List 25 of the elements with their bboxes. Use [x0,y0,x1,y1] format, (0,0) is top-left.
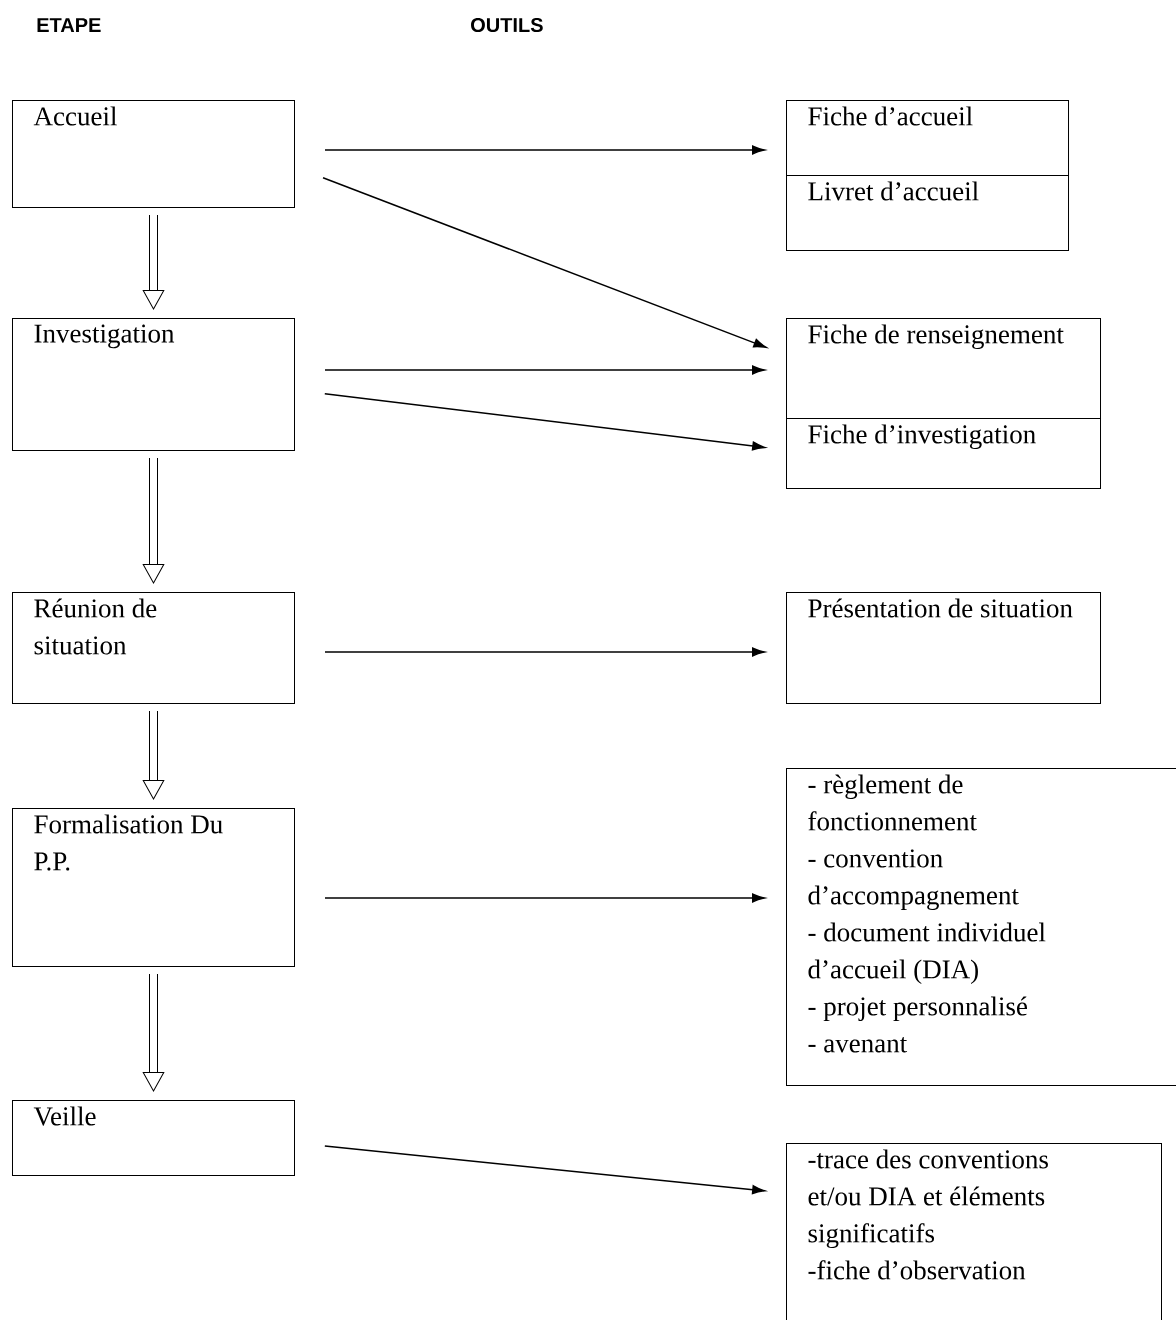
step-box: Formalisation Du P.P. [12,808,295,967]
column-heading: OUTILS [471,17,543,33]
tool-box: Livret d’accueil [786,175,1069,251]
tool-box: Fiche d’investigation [786,418,1101,489]
tool-box: - règlement de fonctionnement - convention d’accompagnement - document individuel d’accueil (DIA) - projet personnalisé - avenant [786,768,1176,1086]
column-heading: ETAPE [37,18,101,32]
arrow [324,893,766,903]
step-box: Investigation [12,318,295,451]
arrow [142,711,165,800]
step-box: Accueil [12,100,295,208]
arrow [322,177,767,348]
arrow [324,365,766,375]
tool-box: -trace des conventions et/ou DIA et éléments significatifs -fiche d’observation [786,1143,1162,1320]
arrow [324,392,766,451]
tool-box: Fiche de renseignement [786,318,1101,419]
tool-box: Fiche d’accueil [786,100,1069,176]
arrow [142,974,165,1092]
arrow [324,647,766,657]
step-box: Réunion de situation [12,592,295,704]
arrow [324,145,766,155]
step-box: Veille [12,1100,295,1176]
arrow [142,458,165,584]
tool-box: Présentation de situation [786,592,1101,704]
arrow [324,1145,766,1195]
arrow [142,215,165,310]
